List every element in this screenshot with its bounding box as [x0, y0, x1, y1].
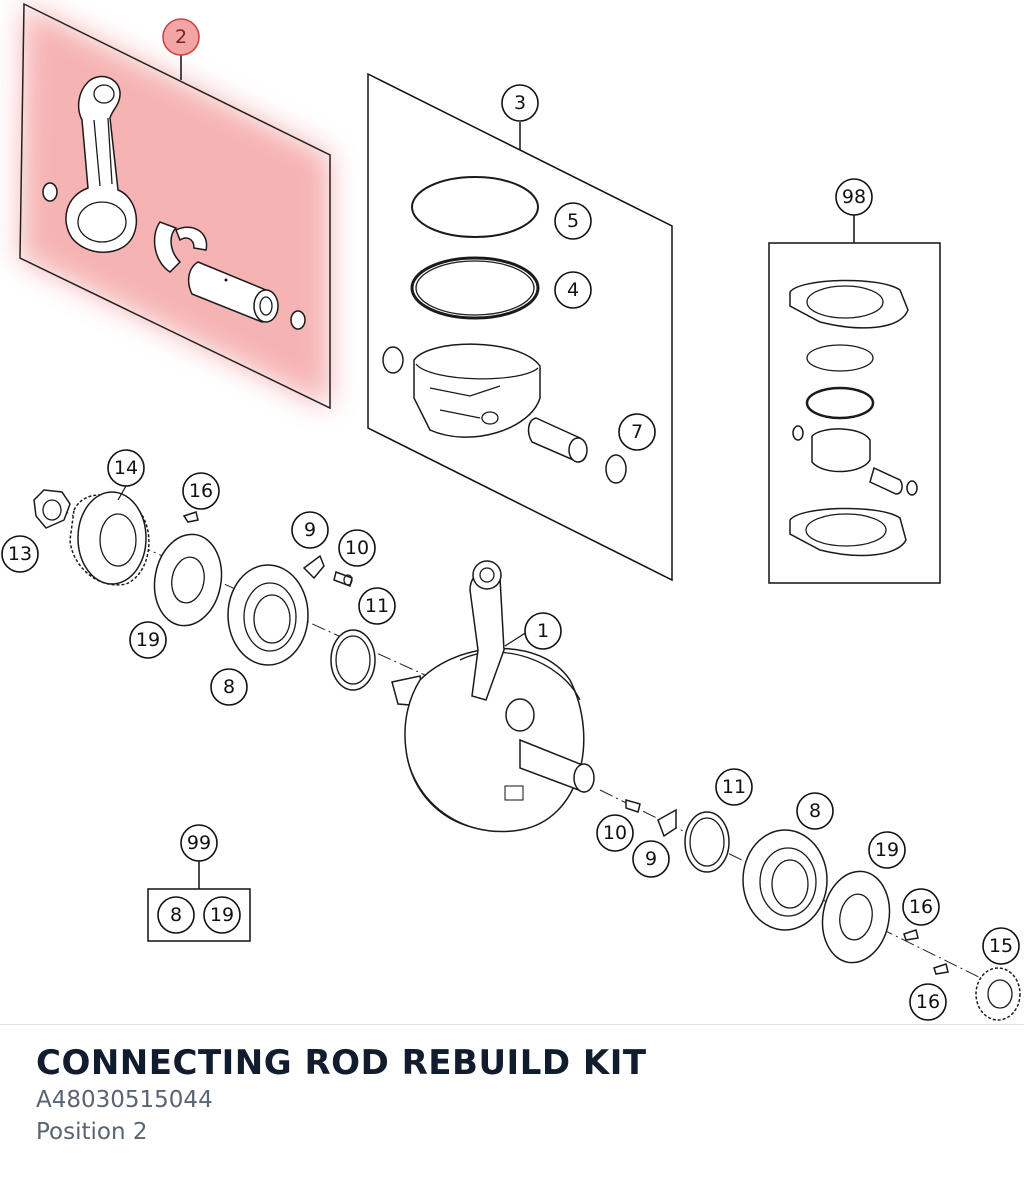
retainer-plate-left: [302, 554, 353, 587]
svg-text:19: 19: [875, 839, 899, 861]
svg-text:7: 7: [631, 421, 643, 443]
svg-text:11: 11: [722, 776, 746, 798]
primary-gear-part: [975, 967, 1021, 1021]
svg-text:3: 3: [514, 92, 526, 114]
svg-text:19: 19: [210, 904, 234, 926]
svg-text:9: 9: [304, 519, 316, 541]
callout-10-b[interactable]: 10: [596, 814, 634, 852]
piston-kit-frame: [367, 72, 673, 582]
callout-19-c[interactable]: 19: [868, 831, 906, 869]
callout-11-b[interactable]: 11: [715, 768, 753, 806]
woodruff-key-part: [182, 511, 199, 523]
piston-pin-part: [187, 261, 306, 330]
callout-98[interactable]: 98: [835, 178, 873, 216]
svg-text:14: 14: [114, 457, 138, 479]
callout-7[interactable]: 7: [618, 413, 656, 451]
callout-10-a[interactable]: 10: [338, 529, 376, 567]
callout-11-a[interactable]: 11: [358, 587, 396, 625]
svg-text:15: 15: [989, 935, 1013, 957]
timing-nut-part: [33, 489, 71, 529]
svg-text:11: 11: [365, 595, 389, 617]
svg-text:9: 9: [645, 848, 657, 870]
main-bearing-left: [227, 564, 309, 666]
svg-text:13: 13: [8, 543, 32, 565]
shim-washer-right: [821, 870, 891, 964]
svg-text:16: 16: [916, 991, 940, 1013]
svg-text:16: 16: [909, 896, 933, 918]
svg-text:4: 4: [567, 279, 579, 301]
main-bearing-right: [742, 829, 828, 931]
svg-text:8: 8: [170, 904, 182, 926]
callout-4[interactable]: 4: [554, 271, 592, 309]
shim-washer-left: [153, 533, 223, 627]
callout-14[interactable]: 14: [107, 449, 145, 487]
crankshaft-part: [391, 560, 595, 833]
svg-text:2: 2: [175, 26, 187, 48]
callout-8-c[interactable]: 8: [796, 792, 834, 830]
exploded-parts-diagram: 2 3 5 4 7 98 14 16 13 9 10 11 1 19 8 99 …: [1, 2, 1021, 1021]
piston-ring-upper: [411, 176, 539, 238]
part-title: CONNECTING ROD REBUILD KIT: [36, 1043, 647, 1083]
gasket-kit-frame: [768, 215, 941, 584]
callout-5[interactable]: 5: [554, 202, 592, 240]
callout-16-b[interactable]: 16: [902, 888, 940, 926]
retainer-plate-right: [625, 799, 677, 838]
part-info-footer: CONNECTING ROD REBUILD KIT A48030515044 …: [0, 1024, 1024, 1177]
svg-text:16: 16: [189, 480, 213, 502]
needle-bearing-part: [153, 221, 208, 273]
part-position: Position 2: [36, 1119, 148, 1145]
timing-gear-part: [69, 491, 150, 586]
connecting-rod-part: [42, 75, 138, 253]
callout-15[interactable]: 15: [982, 927, 1020, 965]
callout-13[interactable]: 13: [1, 535, 39, 573]
callout-16-c[interactable]: 16: [909, 983, 947, 1021]
callout-8-a[interactable]: 8: [210, 668, 248, 706]
svg-text:5: 5: [567, 210, 579, 232]
callout-8-b[interactable]: 8: [157, 896, 195, 934]
spacer-ring-left: [330, 629, 376, 691]
svg-text:10: 10: [345, 537, 369, 559]
svg-text:19: 19: [136, 629, 160, 651]
part-number: A48030515044: [36, 1087, 213, 1113]
callout-16-a[interactable]: 16: [182, 472, 220, 510]
svg-text:8: 8: [809, 800, 821, 822]
svg-text:98: 98: [842, 186, 866, 208]
wrist-pin-part: [527, 417, 627, 484]
svg-text:10: 10: [603, 822, 627, 844]
svg-text:1: 1: [537, 620, 549, 642]
callout-3[interactable]: 3: [501, 84, 539, 122]
piston-part: [382, 343, 541, 438]
callout-9-b[interactable]: 9: [632, 840, 670, 878]
bearing-kit-box: [147, 860, 251, 942]
callout-2[interactable]: 2: [162, 18, 200, 56]
connecting-rod-kit-highlight[interactable]: [19, 2, 331, 410]
callout-19-b[interactable]: 19: [203, 896, 241, 934]
svg-text:99: 99: [187, 832, 211, 854]
svg-text:8: 8: [223, 676, 235, 698]
callout-19-a[interactable]: 19: [129, 621, 167, 659]
callout-99[interactable]: 99: [180, 824, 218, 862]
piston-ring-lower: [410, 256, 540, 320]
spacer-ring-right: [684, 811, 730, 873]
callout-1[interactable]: 1: [524, 612, 562, 650]
woodruff-key-right: [903, 929, 949, 975]
callout-9-a[interactable]: 9: [291, 511, 329, 549]
